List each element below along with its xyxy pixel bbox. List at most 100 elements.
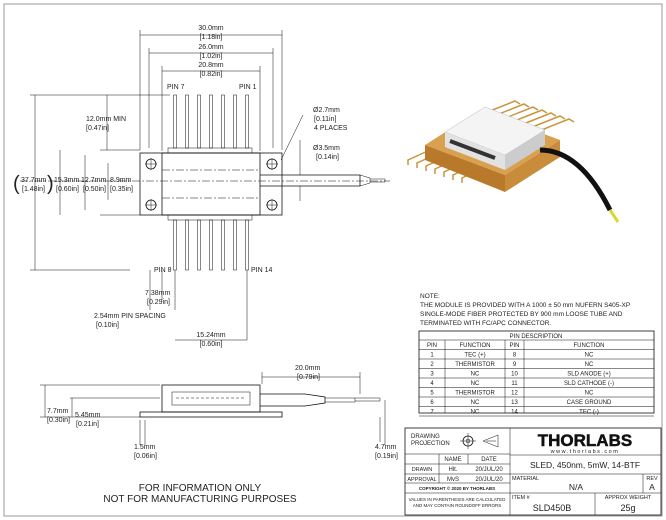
pin-table-cell: 1 bbox=[430, 353, 434, 359]
pin-table-cell: 8 bbox=[513, 353, 517, 359]
pin-table-cell: NC bbox=[585, 353, 594, 359]
note-title: NOTE: bbox=[420, 293, 440, 300]
pin bbox=[209, 94, 213, 149]
dim-overall-width-in: [1.18in] bbox=[200, 34, 223, 41]
pin-table-cell: 10 bbox=[511, 372, 518, 378]
pin-table-cell: CASE GROUND bbox=[567, 400, 612, 406]
dim-body-height-in: [0.35in] bbox=[110, 186, 133, 193]
svg-text:): ) bbox=[47, 173, 54, 195]
weight-value: 25g bbox=[620, 503, 635, 513]
pin bbox=[197, 219, 201, 271]
dim-flange-height-in: [0.60in] bbox=[56, 186, 79, 193]
part-description: SLED, 450nm, 5mW, 14-BTF bbox=[530, 460, 640, 470]
pin bbox=[185, 219, 189, 271]
approval-name: MvS bbox=[447, 477, 459, 483]
pin bbox=[221, 94, 225, 149]
pin-table-header: PIN bbox=[427, 343, 437, 349]
dim-pin-row-span: 15.24mm bbox=[196, 332, 225, 339]
dim-pin-offset-in: [0.29in] bbox=[147, 299, 170, 306]
pin-table-cell: 4 bbox=[430, 381, 434, 387]
dim-hole-spacing: 26.0mm bbox=[198, 44, 223, 51]
iso-pin bbox=[493, 103, 530, 117]
label-pin7: PIN 7 bbox=[167, 84, 185, 91]
dim-tube-length-in: [0.79in] bbox=[297, 374, 320, 381]
pin bbox=[185, 94, 189, 149]
dim-hole-diameter-in: [0.11in] bbox=[314, 116, 336, 123]
iso-pin bbox=[484, 100, 521, 114]
dim-tube-diameter: Ø3.5mm bbox=[313, 145, 340, 152]
dim-pin-spacing: 2.54mm PIN SPACING bbox=[94, 313, 166, 320]
dim-overall-height-in: [1.48in] bbox=[22, 186, 45, 193]
iso-pin bbox=[529, 115, 566, 129]
drawn-name: Hlt. bbox=[449, 467, 458, 473]
values-note-2: AND MAY CONTAIN ROUNDOFF ERRORS bbox=[413, 503, 502, 508]
rev-value: A bbox=[649, 482, 655, 492]
iso-pin bbox=[511, 109, 548, 123]
dim-fiber-offset: 4.7mm bbox=[375, 444, 397, 451]
pin-table-cell: 7 bbox=[430, 410, 434, 416]
iso-pin bbox=[407, 149, 431, 165]
dim-side-height-in: [0.30in] bbox=[47, 417, 70, 424]
note-line3: TERMINATED WITH FC/APC CONNECTOR. bbox=[420, 320, 551, 327]
dim-hole-spacing-in: [1.02in] bbox=[200, 53, 223, 60]
pin bbox=[233, 219, 237, 271]
title-block bbox=[404, 427, 662, 516]
pin-table-cell: NC bbox=[585, 391, 594, 397]
pin-table-title: PIN DESCRIPTION bbox=[510, 334, 563, 340]
dim-hole-v-spacing: 12.7mm bbox=[81, 177, 106, 184]
pin-table-cell: 5 bbox=[430, 391, 434, 397]
dim-pin-length-in: [0.47in] bbox=[86, 125, 109, 132]
label-pin8: PIN 8 bbox=[154, 267, 172, 274]
copyright: COPYRIGHT © 2020 BY THORLABS bbox=[419, 485, 495, 491]
dim-pin-length: 12.0mm MIN bbox=[86, 116, 126, 123]
pin bbox=[221, 219, 225, 271]
pin-table-cell: TEC (-) bbox=[579, 410, 599, 416]
rev-label: REV bbox=[646, 476, 658, 482]
drawing-border bbox=[3, 3, 663, 517]
hole-icons bbox=[145, 158, 278, 211]
dim-body-width: 20.8mm bbox=[198, 62, 223, 69]
pin bbox=[233, 94, 237, 149]
values-note-1: VALUES IN PARENTHESIS ARE CALCULATED bbox=[409, 497, 507, 502]
pin-table-cell: 13 bbox=[511, 400, 518, 406]
item-number: SLD450B bbox=[533, 503, 572, 513]
pin-table-header: FUNCTION bbox=[460, 343, 491, 349]
projection-symbol-icon bbox=[460, 433, 499, 449]
dim-flange-height: 15.3mm bbox=[54, 177, 79, 184]
pin-table-cell: THERMISTOR bbox=[455, 362, 495, 368]
top-view bbox=[20, 30, 390, 341]
pin bbox=[245, 219, 249, 271]
dim-side-pin-height-in: [0.21in] bbox=[76, 421, 99, 428]
pin-table-cell: THERMISTOR bbox=[455, 391, 495, 397]
top-pins bbox=[173, 94, 249, 149]
bottom-pins bbox=[173, 219, 249, 271]
svg-text:(: ( bbox=[13, 173, 20, 195]
pin bbox=[245, 94, 249, 149]
disclaimer-line2: NOT FOR MANUFACTURING PURPOSES bbox=[103, 494, 296, 505]
dim-overall-width: 30.0mm bbox=[198, 25, 223, 32]
pin-table-cell: 3 bbox=[430, 372, 434, 378]
dim-pin-row-span-in: [0.60in] bbox=[200, 341, 223, 348]
pin-table-cell: TEC (+) bbox=[464, 353, 485, 359]
dim-overall-height: 37.7mm bbox=[21, 177, 46, 184]
name-header: NAME bbox=[444, 457, 461, 463]
date-header: DATE bbox=[481, 457, 497, 463]
pin-table-cell: NC bbox=[585, 362, 594, 368]
material-value: N/A bbox=[569, 482, 584, 492]
dim-base-thickness: 1.5mm bbox=[134, 444, 156, 451]
dim-body-width-in: [0.82in] bbox=[200, 71, 223, 78]
note-line1: THE MODULE IS PROVIDED WITH A 1000 ± 50 … bbox=[420, 302, 630, 309]
dim-fiber-offset-in: [0.19in] bbox=[375, 453, 398, 460]
dim-side-pin-height: 5.45mm bbox=[75, 412, 100, 419]
dim-tube-length: 20.0mm bbox=[295, 365, 320, 372]
iso-pin bbox=[520, 112, 557, 126]
iso-pin bbox=[538, 118, 575, 132]
side-view bbox=[40, 372, 386, 445]
approval-label: APPROVAL bbox=[407, 477, 436, 483]
thorlabs-logo: THORLABS bbox=[538, 431, 632, 450]
dim-hole-diameter: Ø2.7mm bbox=[313, 107, 340, 114]
label-pin14: PIN 14 bbox=[251, 267, 273, 274]
dim-pin-offset: 7.38mm bbox=[145, 290, 170, 297]
